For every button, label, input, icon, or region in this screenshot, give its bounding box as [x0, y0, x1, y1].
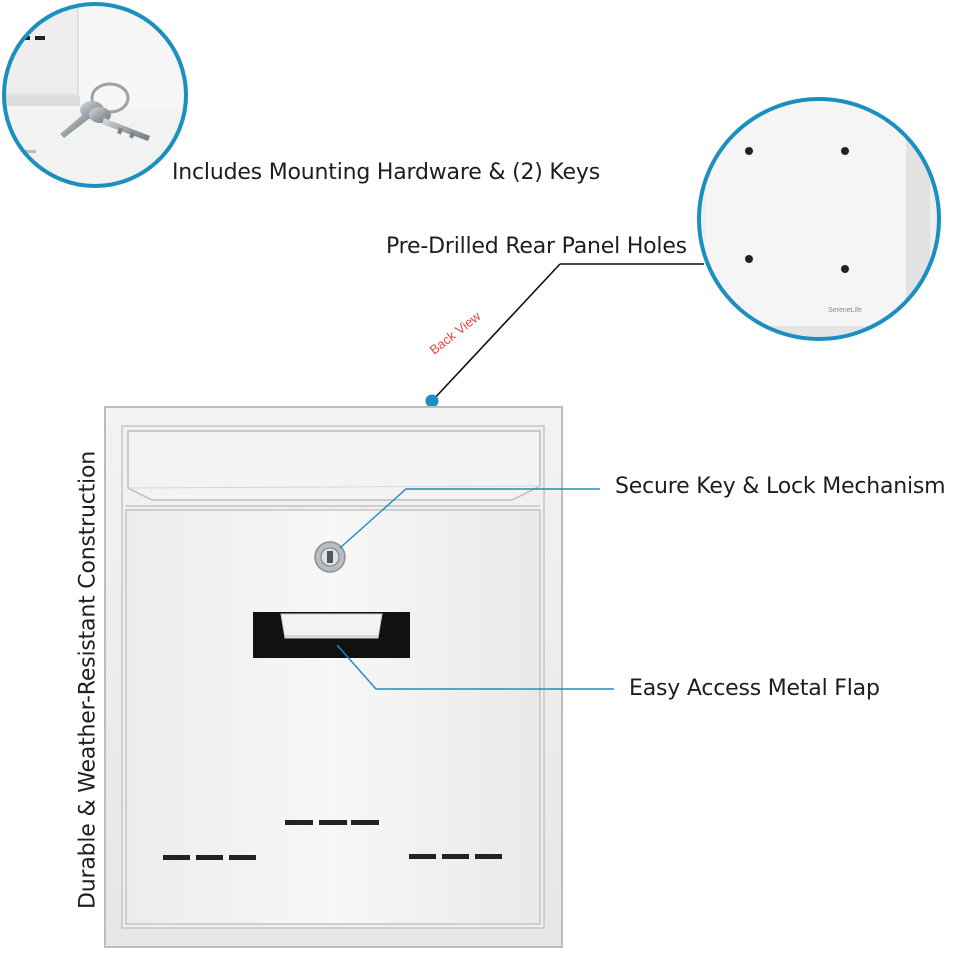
lock-cylinder-icon [314, 541, 346, 573]
mail-flap [253, 612, 410, 658]
lock-caption: Secure Key & Lock Mechanism [615, 474, 946, 499]
key-icon [60, 82, 150, 141]
rear-panel-caption: Pre-Drilled Rear Panel Holes [386, 234, 687, 259]
back-view-connector [425, 263, 704, 408]
mounting-hole [841, 147, 849, 155]
flap-connector [336, 644, 614, 690]
ventilation-slots [163, 820, 502, 860]
rear-panel-detail-circle: SereneLife [697, 97, 941, 341]
lock-connector [339, 488, 600, 549]
mounting-hole [745, 147, 753, 155]
brand-mark: SereneLife [828, 307, 862, 314]
mounting-hardware-caption: Includes Mounting Hardware & (2) Keys [172, 160, 600, 185]
mailbox-door [125, 509, 541, 925]
mailbox [104, 406, 563, 948]
construction-caption: Durable & Weather-Resistant Construction [75, 451, 101, 909]
mounting-hole [841, 265, 849, 273]
keys-detail-circle [2, 2, 188, 188]
flap-caption: Easy Access Metal Flap [629, 676, 880, 701]
mounting-hole [745, 255, 753, 263]
